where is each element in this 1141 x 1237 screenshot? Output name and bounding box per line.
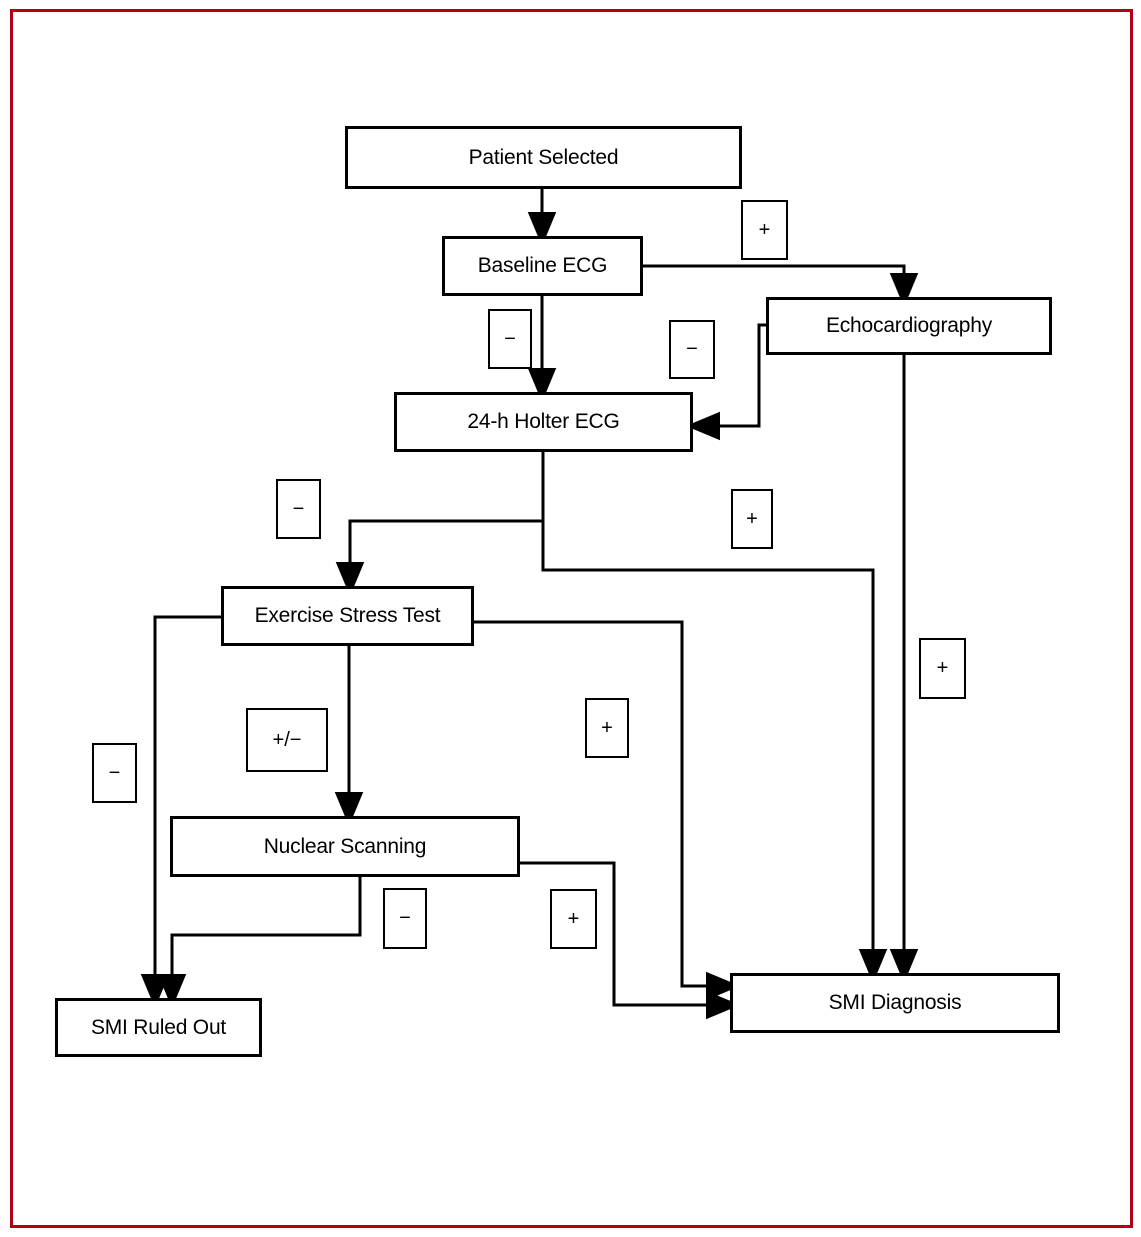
edge-label-est-to-smi-diagnosis: +	[585, 698, 629, 758]
edge-holter-to-smi-diagnosis	[541, 521, 888, 984]
sign-text: +	[936, 657, 949, 679]
edge-nuclear-to-smi-ruled-out	[157, 877, 362, 1009]
node-holter-ecg: 24-h Holter ECG	[394, 392, 693, 452]
edge-label-nuclear-to-smi-diagnosis: +	[550, 889, 597, 949]
edge-label-baseline-to-holter: −	[488, 309, 532, 369]
node-exercise-stress-test: Exercise Stress Test	[221, 586, 474, 646]
edge-label-echo-to-holter: −	[669, 320, 715, 379]
node-baseline-ecg-label: Baseline ECG	[477, 254, 608, 277]
edge-label-baseline-to-echo: +	[741, 200, 788, 260]
edge-label-holter-to-est: −	[276, 479, 321, 539]
sign-text: −	[399, 907, 411, 929]
edge-echo-to-holter	[685, 323, 766, 441]
edge-label-est-to-nuclear: +/−	[246, 708, 328, 772]
node-holter-ecg-label: 24-h Holter ECG	[467, 410, 620, 433]
edge-label-nuclear-to-smi-ruled-out: −	[383, 888, 427, 949]
node-echocardiography-label: Echocardiography	[825, 314, 993, 337]
sign-text: +	[746, 507, 758, 530]
node-patient-selected: Patient Selected	[345, 126, 742, 189]
sign-text: +	[758, 218, 771, 241]
node-smi-diagnosis-label: SMI Diagnosis	[828, 991, 962, 1014]
edge-label-est-to-smi-ruled-out: −	[92, 743, 137, 803]
figure-border	[10, 9, 1133, 1228]
sign-text: −	[292, 497, 305, 520]
edge-label-holter-to-smi-diagnosis: +	[731, 489, 773, 549]
edge-label-echo-to-smi-diagnosis: +	[919, 638, 966, 699]
node-nuclear-scanning-label: Nuclear Scanning	[263, 834, 427, 858]
node-smi-ruled-out: SMI Ruled Out	[55, 998, 262, 1057]
sign-text: +/−	[272, 728, 302, 751]
node-nuclear-scanning: Nuclear Scanning	[170, 816, 520, 877]
node-patient-selected-label: Patient Selected	[468, 145, 619, 169]
edge-nuclear-to-smi-diagnosis	[519, 861, 741, 1020]
node-exercise-stress-test-label: Exercise Stress Test	[254, 604, 441, 627]
sign-text: +	[601, 716, 613, 739]
edge-est-to-smi-diagnosis	[474, 620, 741, 1001]
edge-est-to-smi-ruled-out	[140, 615, 221, 1009]
node-echocardiography: Echocardiography	[766, 297, 1052, 355]
node-smi-ruled-out-label: SMI Ruled Out	[90, 1015, 227, 1039]
sign-text: +	[567, 907, 580, 930]
edge-baseline-to-echo	[643, 264, 919, 308]
sign-text: −	[108, 761, 121, 784]
sign-text: −	[504, 327, 516, 350]
edge-holter-to-est	[335, 452, 545, 597]
sign-text: −	[686, 338, 698, 360]
node-baseline-ecg: Baseline ECG	[442, 236, 643, 296]
node-smi-diagnosis: SMI Diagnosis	[730, 973, 1060, 1033]
